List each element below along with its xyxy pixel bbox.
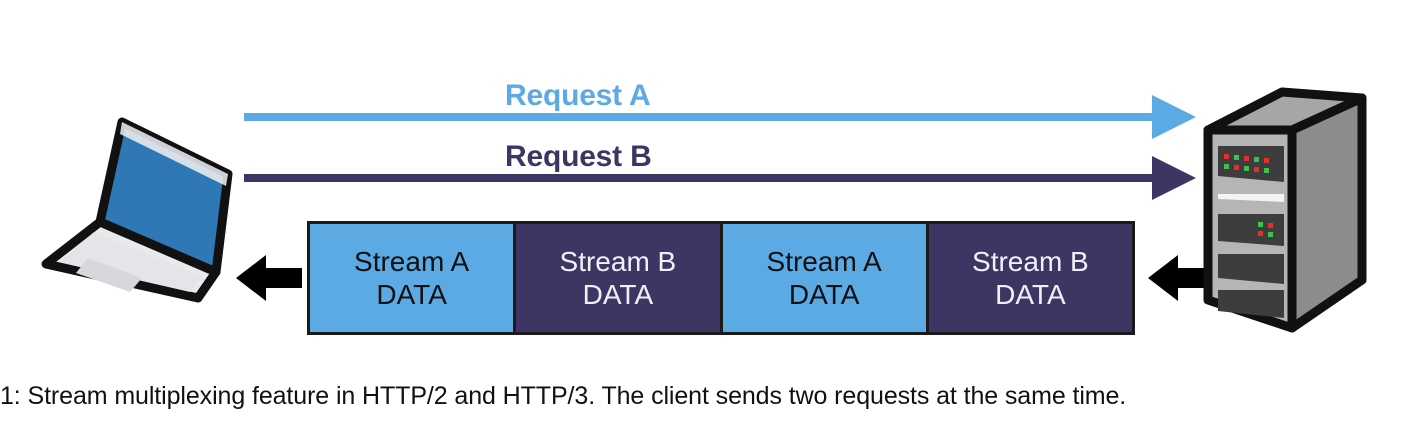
- stream-box-4-subtitle: DATA: [995, 279, 1066, 310]
- stream-box-2: Stream B DATA: [516, 224, 723, 332]
- stream-box-3-title: Stream A: [766, 245, 882, 277]
- stream-multiplex-row: Stream A DATA Stream B DATA Stream A DAT…: [307, 221, 1135, 335]
- request-a-line: [244, 113, 1154, 121]
- stream-box-2-title: Stream B: [559, 245, 677, 277]
- request-b-label: Request B: [505, 140, 652, 173]
- request-b-line: [244, 174, 1154, 182]
- stream-box-3-subtitle: DATA: [788, 279, 860, 310]
- response-arrow-to-client: [236, 251, 302, 305]
- request-b-arrowhead: [1152, 156, 1196, 200]
- server-tower-icon: [1196, 84, 1368, 342]
- request-a-label: Request A: [505, 79, 651, 112]
- laptop-icon: [30, 112, 235, 312]
- stream-box-2-subtitle: DATA: [582, 279, 654, 310]
- stream-box-1-title: Stream A: [354, 245, 470, 277]
- figure-caption: 1: Stream multiplexing feature in HTTP/2…: [0, 382, 1127, 410]
- stream-box-1: Stream A DATA: [310, 224, 517, 332]
- request-a-arrowhead: [1152, 95, 1196, 139]
- stream-box-4: Stream B DATA: [928, 224, 1132, 332]
- stream-box-4-title: Stream B: [972, 245, 1089, 277]
- stream-box-3: Stream A DATA: [722, 224, 929, 332]
- response-arrow-from-server: [1148, 251, 1214, 305]
- stream-box-1-subtitle: DATA: [376, 279, 447, 310]
